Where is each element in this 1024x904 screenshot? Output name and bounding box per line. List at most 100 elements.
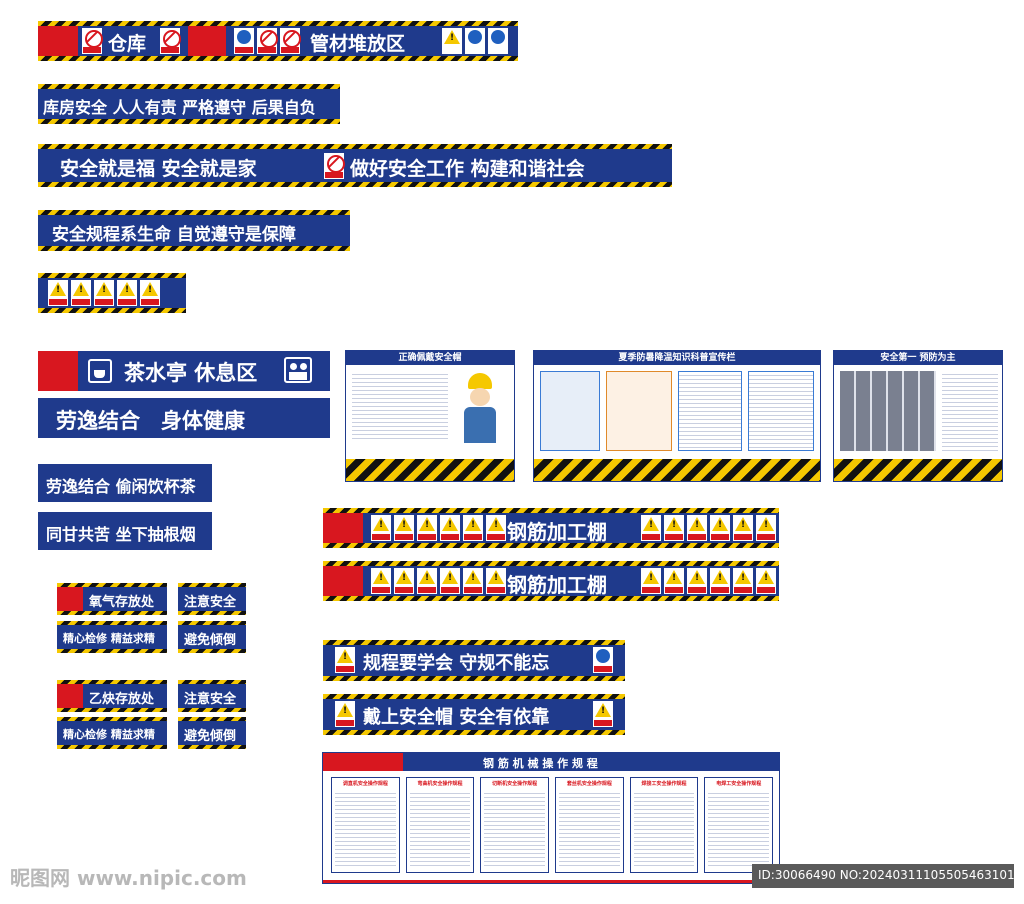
work-rest-tea-banner: 劳逸结合 偷闲饮杯茶 — [38, 464, 212, 502]
hazard — [178, 708, 246, 712]
rebar-rules-title: 钢 筋 机 械 操 作 规 程 — [483, 757, 598, 770]
no-climb-icon — [280, 28, 301, 54]
acetylene-banner: 乙炔存放处 — [57, 684, 167, 708]
maintenance-banner-2: 精心检修 精益求精 — [57, 721, 167, 745]
wear-helmet-banner: 戴上安全帽 安全有依靠 — [323, 699, 625, 730]
hazard — [323, 543, 779, 548]
warning-icon — [687, 568, 707, 594]
no-entry-icon — [257, 28, 278, 54]
warning-icon — [664, 568, 684, 594]
warning-icon — [463, 515, 483, 541]
hazard — [323, 596, 779, 601]
avoid-tilt-banner-2: 避免倾倒 — [178, 721, 246, 745]
red-block — [323, 513, 363, 543]
rule-title-3: 切断机安全操作规程 — [492, 781, 538, 787]
pipe-area-signs-right — [442, 28, 511, 54]
tea-pavilion-text: 茶水亭 休息区 — [124, 361, 258, 385]
work-rest-tea-text: 劳逸结合 偷闲饮杯茶 — [46, 477, 196, 496]
red-block — [57, 684, 83, 708]
hazard — [57, 649, 167, 653]
hazard — [57, 621, 167, 625]
regulations-banner: 安全规程系生命 自觉遵守是保障 — [38, 215, 350, 246]
warning-icon — [440, 568, 460, 594]
site-watermark: 昵图网 www.nipic.com — [10, 866, 247, 890]
rule-title-2: 弯曲机安全操作规程 — [417, 781, 463, 787]
prohibition-signs — [82, 28, 105, 54]
hazard — [38, 246, 350, 251]
maintenance-banner-1: 精心检修 精益求精 — [57, 625, 167, 649]
red-block — [38, 26, 78, 56]
rule-card: 调直机安全操作规程 — [331, 777, 400, 873]
warning-icon — [710, 515, 730, 541]
rebar-shed-text-1: 钢筋加工棚 — [507, 520, 607, 544]
helmet-board: 正确佩戴安全帽 — [345, 350, 515, 482]
warning-icon — [371, 568, 391, 594]
summer-panel-3 — [678, 371, 742, 451]
warning-icon — [335, 647, 355, 673]
hazard — [178, 611, 246, 615]
hazard — [323, 508, 779, 513]
warning-icon — [593, 701, 613, 727]
rule-text — [559, 790, 620, 868]
rule-text — [484, 790, 546, 868]
warning-icon — [710, 568, 730, 594]
learn-rules-text: 规程要学会 守规不能忘 — [363, 653, 550, 674]
helmet-board-hazard — [346, 459, 514, 481]
avoid-tilt-text-1: 避免倾倒 — [184, 633, 237, 648]
rule-card: 焊接工安全操作规程 — [629, 777, 699, 873]
prevention-board: 安全第一 预防为主 — [833, 350, 1003, 482]
rule-card: 弯曲机安全操作规程 — [405, 777, 475, 873]
attention-text-1: 注意安全 — [184, 595, 237, 610]
warning-icon — [417, 515, 437, 541]
rebar-rules-board: 钢 筋 机 械 操 作 规 程 调直机安全操作规程 弯曲机安全操作规程 切断机安… — [322, 752, 780, 884]
mechanical-hazard-icon — [140, 280, 160, 306]
sign-row-right — [641, 568, 779, 594]
warehouse-safety-banner: 库房安全 人人有责 严格遵守 后果自负 — [38, 89, 340, 119]
hazard — [57, 680, 167, 684]
cup-icon — [88, 359, 112, 383]
pipe-area-signs — [234, 28, 303, 54]
summer-panel-1 — [540, 371, 600, 451]
sign-row — [371, 515, 509, 541]
id-watermark-text: ID:30066490 NO:20240311105505463101 — [758, 868, 1015, 882]
rebar-shed-banner-1: 钢筋加工棚 — [323, 513, 779, 544]
rule-text — [409, 790, 471, 868]
red-block — [323, 753, 403, 771]
warning-icon — [417, 568, 437, 594]
rule-title-6: 电焊工安全操作规程 — [716, 781, 762, 787]
warning-icon — [664, 515, 684, 541]
hazard — [38, 182, 672, 187]
wear-helmet-text: 戴上安全帽 安全有依靠 — [363, 707, 550, 728]
rebar-shed-text-2: 钢筋加工棚 — [507, 573, 607, 597]
sign-holder — [324, 153, 347, 179]
safety-happiness-text-a: 安全就是福 安全就是家 — [60, 158, 257, 180]
maintenance-text-2: 精心检修 精益求精 — [63, 728, 155, 741]
warning-icon — [641, 568, 661, 594]
avoid-tilt-text-2: 避免倾倒 — [184, 729, 237, 744]
warehouse-banner-hazard-bottom — [38, 56, 518, 61]
hazard — [323, 694, 625, 699]
helmet-icon — [593, 647, 613, 673]
rule-title-1: 调直机安全操作规程 — [342, 781, 388, 787]
warning-icon — [335, 701, 355, 727]
warning-icon — [442, 28, 462, 54]
rule-card: 电焊工安全操作规程 — [704, 777, 774, 873]
warning-icon — [641, 515, 661, 541]
sign-holder-right — [593, 647, 616, 673]
id-watermark: ID:30066490 NO:20240311105505463101 — [752, 864, 1015, 888]
warning-icon — [394, 568, 414, 594]
rule-title-4: 套丝机安全操作规程 — [566, 781, 612, 787]
worker-figure — [458, 373, 502, 445]
acetylene-text: 乙炔存放处 — [89, 692, 155, 707]
red-block — [38, 351, 78, 391]
warning-sign-strip — [38, 278, 186, 308]
sign-holder — [335, 647, 358, 673]
boots-icon — [488, 28, 508, 54]
helmet-board-title: 正确佩戴安全帽 — [346, 351, 514, 365]
no-smoking-icon — [160, 28, 181, 54]
learn-rules-banner: 规程要学会 守规不能忘 — [323, 645, 625, 676]
rule-title-5: 焊接工安全操作规程 — [641, 781, 687, 787]
maintenance-text-1: 精心检修 精益求精 — [63, 632, 155, 645]
hazard — [323, 561, 779, 566]
oxygen-text: 氧气存放处 — [89, 595, 155, 610]
